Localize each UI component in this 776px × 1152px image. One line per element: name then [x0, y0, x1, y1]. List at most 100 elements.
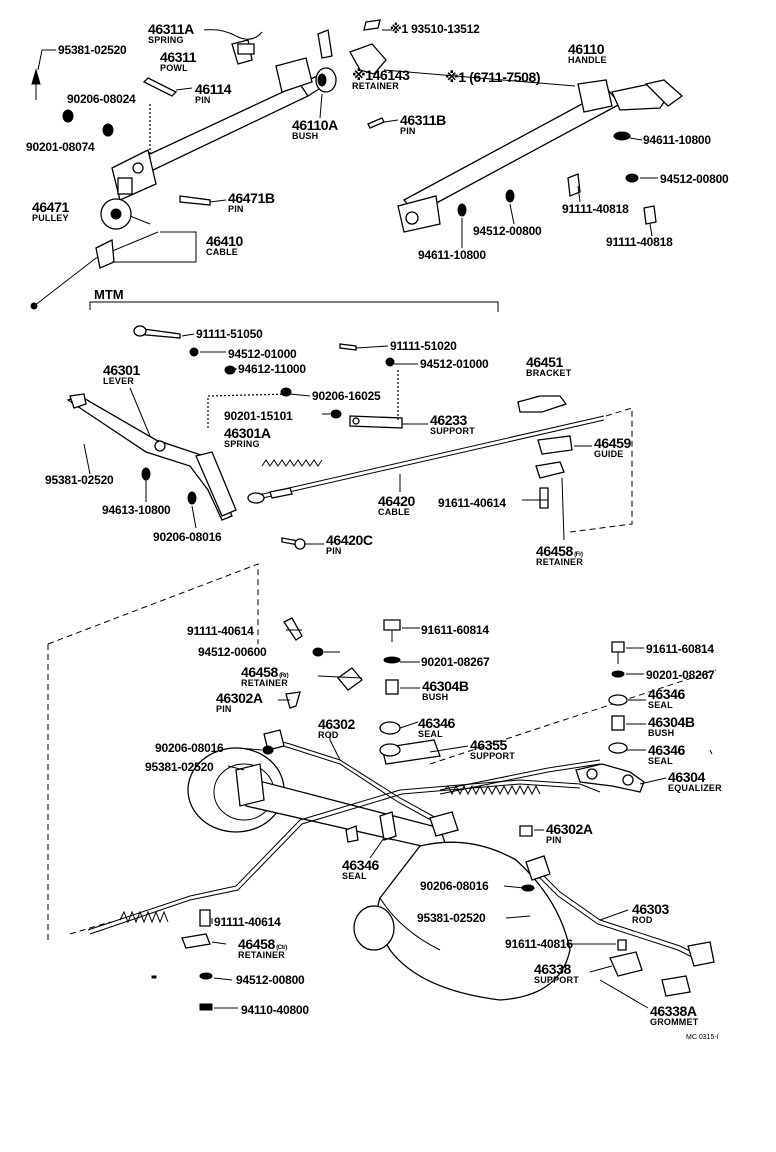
part-number: 91611-60814: [421, 623, 489, 637]
part-callout-l7: ※1 93510-13512: [390, 23, 480, 35]
part-number: 94512-01000: [420, 357, 489, 371]
part-description: RETAINER: [238, 950, 285, 960]
part-number: 94512-00800: [236, 973, 305, 987]
part-callout-l5: 90206-08024: [67, 93, 136, 105]
part-number: 46304B: [422, 678, 469, 694]
part-callout-l46: 90201-08267: [646, 669, 715, 681]
part-callout-l41: 91111-40614: [187, 625, 254, 637]
part-callout-l30: 90201-15101: [224, 410, 293, 422]
part-number: 46304: [668, 769, 705, 785]
part-number: 94512-00800: [473, 224, 542, 238]
part-callout-l68: 94512-00800: [236, 974, 305, 986]
part-number: 94512-00800: [660, 172, 729, 186]
part-description: HANDLE: [568, 55, 607, 65]
part-callout-l9: ※1 (6711-7508): [445, 70, 541, 84]
part-number: 46110: [568, 41, 605, 57]
mtm-bracket-frame: [89, 301, 499, 312]
part-number: 46420C: [326, 532, 373, 548]
part-number: 46458 (Fr): [536, 543, 583, 559]
part-number: 91111-40818: [606, 235, 673, 249]
part-number: 90206-08016: [155, 741, 224, 755]
part-number: 46311: [160, 49, 197, 65]
part-callout-l40: 46458 (Fr)RETAINER: [536, 544, 583, 567]
part-number: 95381-02520: [145, 760, 214, 774]
part-number: 46304B: [648, 714, 695, 730]
mtm-lever-assembly: [66, 325, 605, 550]
part-callout-l64: 91111-40614: [214, 916, 281, 928]
part-callout-l13: 94611-10800: [643, 134, 711, 146]
part-number: 46303: [632, 901, 669, 917]
part-callout-l24: 94512-01000: [228, 348, 297, 360]
part-callout-l3: 95381-02520: [58, 44, 127, 56]
section-label-mtm: MTM: [94, 287, 124, 302]
part-position-tag: (Fr): [572, 552, 583, 558]
part-callout-l65: 91611-40816: [505, 938, 573, 950]
part-description: BRACKET: [526, 368, 572, 378]
part-number: 94110-40800: [241, 1003, 309, 1017]
part-callout-l45: 90201-08267: [421, 656, 490, 668]
part-number: 94613-10800: [102, 503, 171, 517]
rear-rods-and-cables: [87, 617, 715, 1011]
part-number: 90206-16025: [312, 389, 381, 403]
part-number: 46114: [195, 81, 232, 97]
part-description: PIN: [326, 546, 342, 556]
part-description: RETAINER: [352, 81, 399, 91]
part-description: BUSH: [648, 728, 675, 738]
part-number: 46451: [526, 354, 563, 370]
part-number: 46302A: [546, 821, 593, 837]
part-callout-l44: 94512-00600: [198, 646, 267, 658]
part-number: 46233: [430, 412, 467, 428]
part-number: 46311B: [400, 112, 446, 128]
part-number: 91611-40614: [438, 496, 506, 510]
part-callout-l25: 94512-01000: [420, 358, 489, 370]
part-number: 90201-15101: [224, 409, 293, 423]
part-number: 46346: [648, 742, 685, 758]
part-number: 90206-08016: [420, 879, 489, 893]
part-callout-l15: 91111-40818: [562, 203, 629, 215]
part-number: 46346: [342, 857, 379, 873]
part-description: PIN: [400, 126, 416, 136]
part-number: 91111-40818: [562, 202, 629, 216]
part-position-tag: (Ctr): [274, 945, 287, 951]
part-number: 46355: [470, 737, 507, 753]
part-number: 46471: [32, 199, 69, 215]
part-number: 91111-51020: [390, 339, 457, 353]
part-number: 90201-08267: [646, 668, 715, 682]
part-number: 94512-00600: [198, 645, 267, 659]
mtm-leader-lines: [129, 333, 633, 545]
part-number: ※1 93510-13512: [390, 22, 480, 36]
part-callout-l70: 94110-40800: [241, 1004, 309, 1016]
part-number: 95381-02520: [58, 43, 127, 57]
part-number: 46302A: [216, 690, 263, 706]
part-callout-l29: 90206-16025: [312, 390, 381, 402]
part-number: 46301A: [224, 425, 271, 441]
rear-leader-lines: [211, 627, 713, 1009]
part-number: 46338A: [650, 1003, 697, 1019]
part-number: 94611-10800: [418, 248, 486, 262]
part-callout-l43: 91611-60814: [646, 643, 714, 655]
part-description: SEAL: [418, 729, 443, 739]
part-number: 46420: [378, 493, 415, 509]
part-callout-l18: 94611-10800: [418, 249, 486, 261]
rear-axle-housing: [187, 747, 571, 1001]
part-callout-l38: 90206-08016: [153, 531, 222, 543]
part-callout-l22: 91111-51050: [196, 328, 263, 340]
top-leader-lines: [37, 29, 658, 263]
part-number: 91611-60814: [646, 642, 714, 656]
part-callout-l16: 91111-40818: [606, 236, 673, 248]
part-callout-l26: 94612-11000: [238, 363, 306, 375]
